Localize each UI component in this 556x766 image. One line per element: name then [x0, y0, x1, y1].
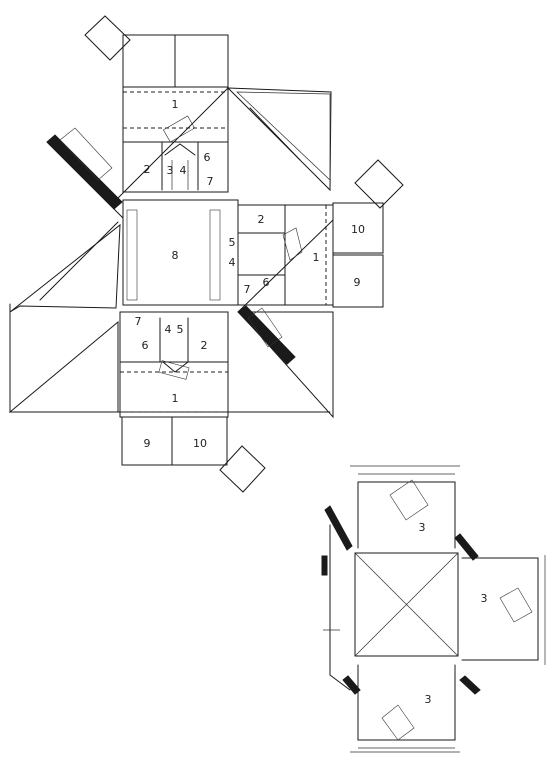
lower-floor-plan: 3 3 3 [321, 465, 546, 753]
north-diagonal [117, 87, 229, 199]
north-room-2-label: 2 [144, 163, 151, 176]
south-stair-icon [158, 360, 190, 380]
east-room-10-label: 10 [351, 223, 365, 236]
north-stair-landing [164, 143, 196, 156]
hall-room-8-label: 8 [172, 249, 179, 262]
lower-central-diag-2 [354, 552, 459, 657]
lower-nw-wall [324, 505, 353, 551]
east-stair-icon [282, 227, 303, 261]
lower-south-stair [381, 704, 415, 741]
south-room-4-label: 4 [165, 323, 172, 336]
lower-north-room [357, 481, 456, 549]
lower-east-room [461, 557, 539, 661]
north-room-1-label: 1 [172, 98, 179, 111]
east-room-7-label: 7 [244, 283, 251, 296]
lower-south-room-3-label: 3 [425, 693, 432, 706]
east-terrace-bottom [332, 254, 384, 308]
north-room-3-label: 3 [167, 164, 174, 177]
base-line [9, 303, 331, 413]
north-bay-square [84, 15, 131, 61]
central-hall [122, 199, 239, 306]
lower-ne-wall [454, 533, 479, 561]
se-stair-wall [237, 305, 296, 365]
east-room-2-label: 2 [258, 213, 265, 226]
lower-se-wall [459, 675, 481, 695]
lower-central-square [354, 552, 459, 657]
nw-stair-wall [46, 134, 123, 210]
lower-north-stair [389, 479, 429, 521]
east-room-5-label: 5 [229, 236, 236, 249]
lower-south-room [357, 664, 456, 741]
lower-north-room-3-label: 3 [419, 521, 426, 534]
lower-west-wall [329, 524, 351, 691]
south-stair-landing [162, 361, 189, 373]
hall-east-seating [209, 209, 221, 301]
north-wing-block [122, 86, 229, 193]
north-room-4-label: 4 [180, 164, 187, 177]
east-terrace-top [332, 202, 384, 254]
ne-inner-diagonal [249, 107, 301, 161]
south-room-6-label: 6 [142, 339, 149, 352]
nw-stair [59, 127, 113, 181]
north-room-6-label: 6 [204, 151, 211, 164]
west-wedge [9, 223, 121, 313]
east-room-9-label: 9 [354, 276, 361, 289]
ne-triangle-inner [236, 91, 331, 181]
south-room-1-label: 1 [172, 392, 179, 405]
east-room-4-label: 4 [229, 256, 236, 269]
lower-sw-wall [342, 675, 361, 695]
north-room-7-label: 7 [207, 175, 214, 188]
upper-floor-plan: 1 2 3 4 6 7 8 2 5 4 1 7 6 10 9 [8, 15, 404, 493]
lower-east-stair [499, 587, 533, 623]
hall-west-seating [126, 209, 138, 301]
east-room-6-label: 6 [263, 276, 270, 289]
south-room-10-label: 10 [193, 437, 207, 450]
east-bay-square [354, 159, 404, 209]
south-terrace-right [171, 416, 228, 466]
east-room-1-label: 1 [313, 251, 320, 264]
west-diagonal [39, 221, 119, 301]
sw-triangle [8, 320, 119, 413]
south-room-5-label: 5 [177, 323, 184, 336]
ne-triangle [226, 87, 332, 192]
south-bay-square [219, 445, 266, 493]
se-triangle [237, 311, 334, 419]
south-room-7-label: 7 [135, 315, 142, 328]
lower-west-door [321, 555, 328, 576]
south-room-9-label: 9 [144, 437, 151, 450]
south-room-2-label: 2 [201, 339, 208, 352]
se-stair [247, 307, 283, 348]
lower-east-room-3-label: 3 [481, 592, 488, 605]
north-stair-icon [162, 115, 196, 143]
